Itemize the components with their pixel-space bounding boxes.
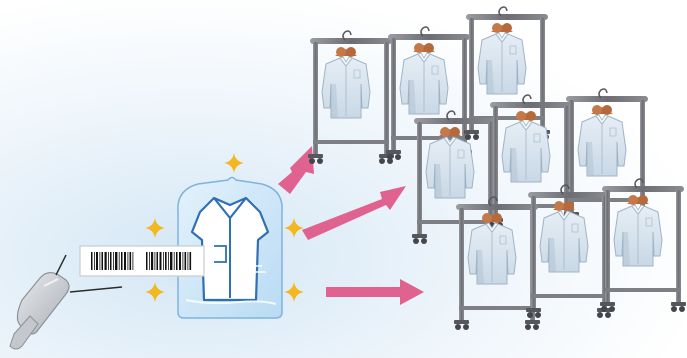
barcode-label-icon [80, 246, 204, 276]
